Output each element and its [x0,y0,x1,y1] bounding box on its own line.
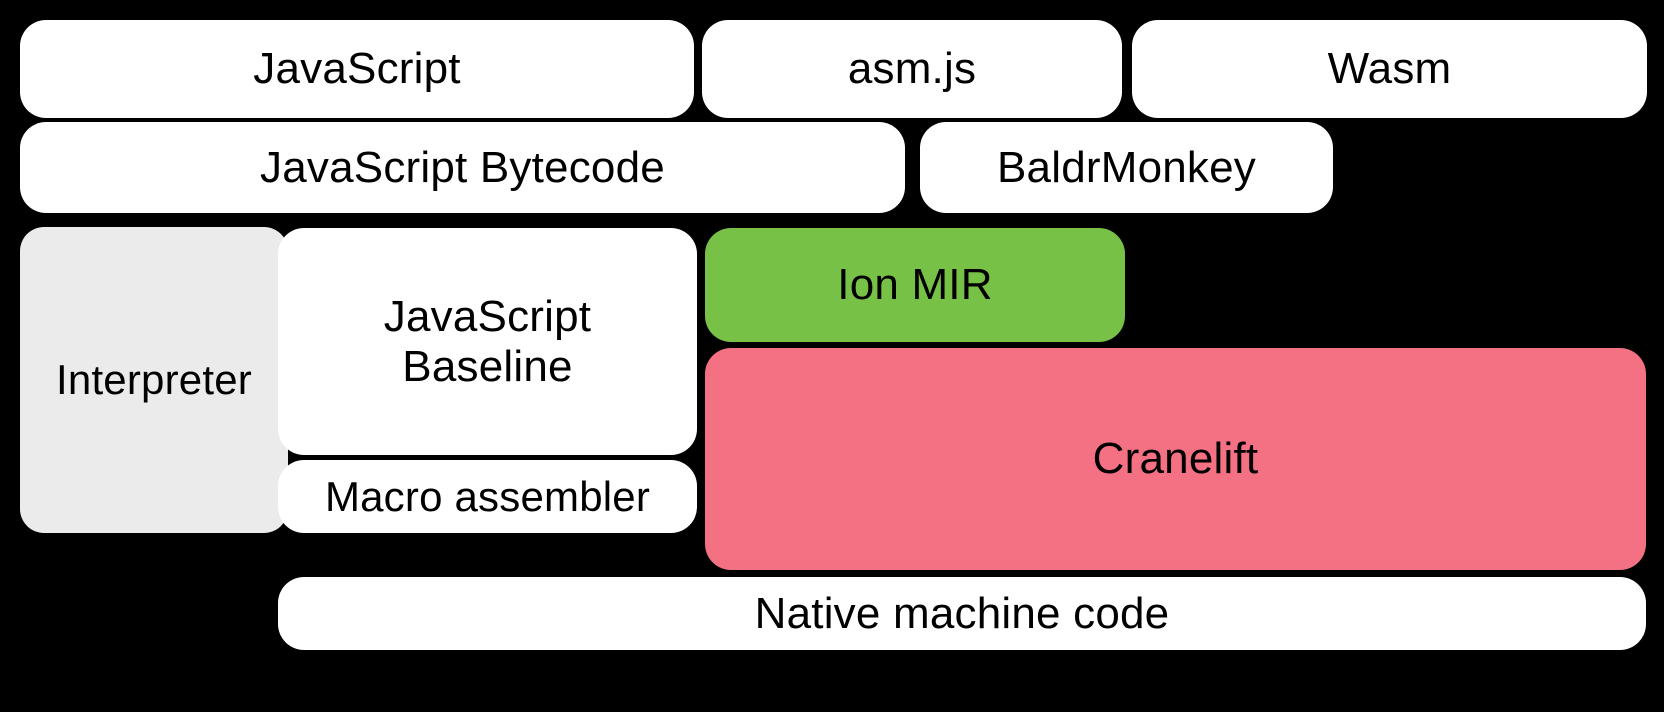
node-baldrmonkey[interactable]: BaldrMonkey [920,122,1333,213]
node-macro-assembler[interactable]: Macro assembler [278,460,697,533]
node-javascript[interactable]: JavaScript [20,20,694,118]
node-native-machine-code[interactable]: Native machine code [278,577,1646,650]
node-cranelift[interactable]: Cranelift [705,348,1646,570]
node-javascript-bytecode[interactable]: JavaScript Bytecode [20,122,905,213]
node-asm-js[interactable]: asm.js [702,20,1122,118]
node-interpreter[interactable]: Interpreter [20,227,288,533]
node-wasm[interactable]: Wasm [1132,20,1647,118]
node-javascript-baseline[interactable]: JavaScript Baseline [278,228,697,455]
node-ion-mir[interactable]: Ion MIR [705,228,1125,342]
